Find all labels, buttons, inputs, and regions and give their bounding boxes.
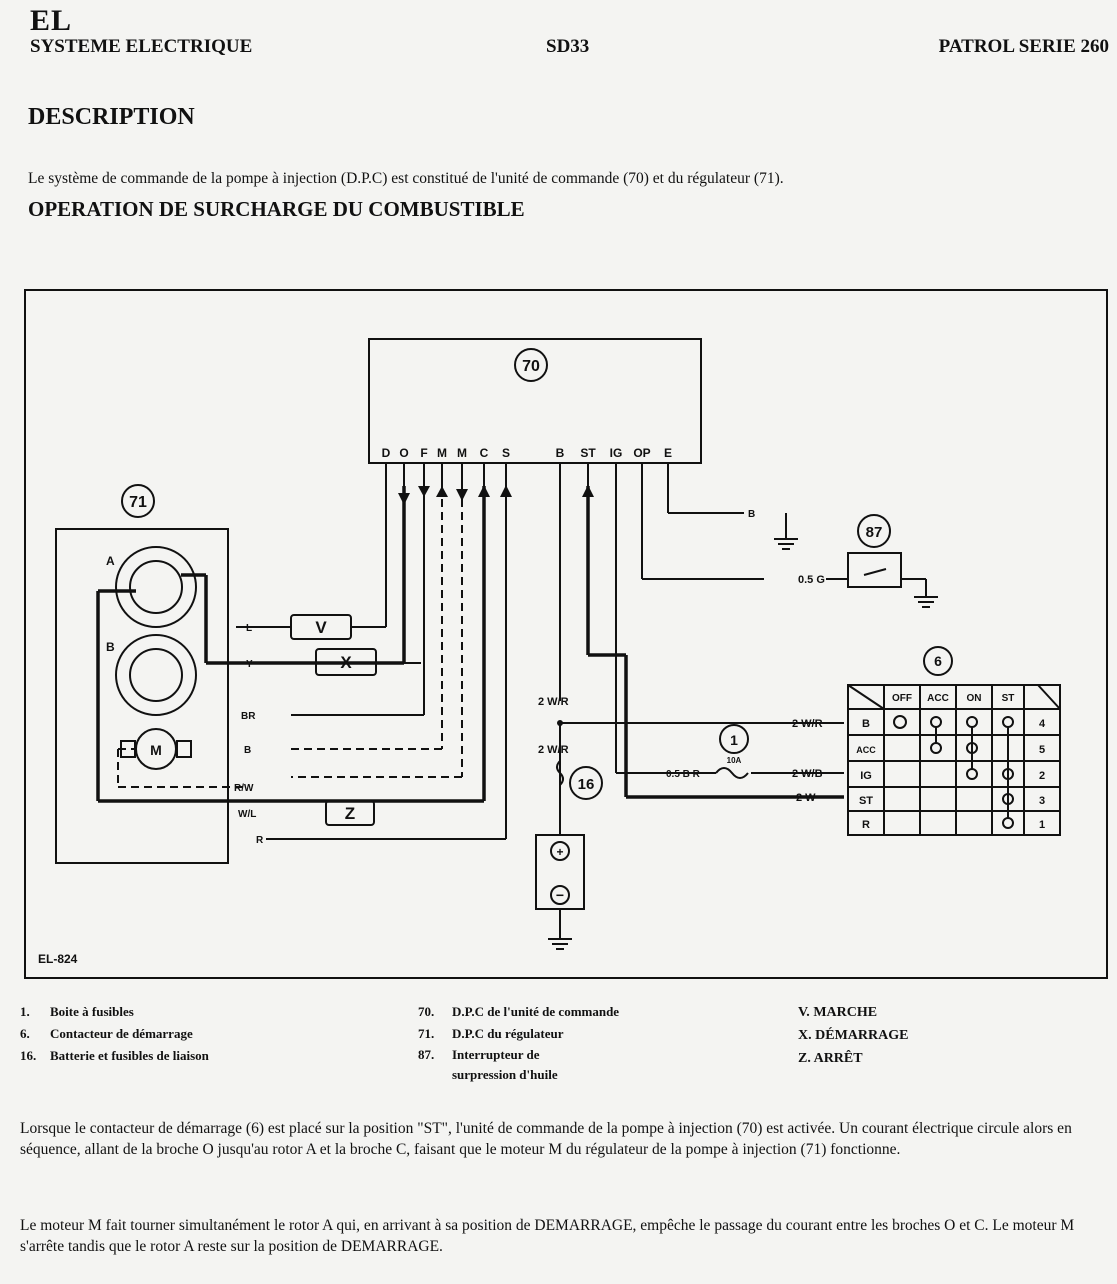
battery-plus: + [556, 845, 563, 859]
unit-70-box [368, 338, 702, 464]
switch-col: ST [1002, 693, 1015, 704]
fuse-wire: 0.5 B R [666, 769, 701, 780]
header-right: PATROL SERIE 260 [938, 36, 1109, 57]
pin-label: IG [610, 446, 623, 460]
legend-col-2: 70.D.P.C de l'unité de commande 71.D.P.C… [418, 1001, 698, 1085]
switch-num: 3 [1039, 795, 1045, 807]
description-intro: Le système de commande de la pompe à inj… [28, 170, 784, 187]
legend-item: 6.Contacteur de démarrage [20, 1026, 193, 1041]
pin-label: ST [580, 446, 596, 460]
pin-label: E [664, 446, 672, 460]
switch-num: 2 [1039, 770, 1045, 782]
wire-label: R/W [234, 783, 254, 794]
motor-label: M [150, 742, 162, 758]
unit-71-label: 71 [129, 494, 147, 511]
pin-label: F [420, 446, 427, 460]
switch-87-wire: 0.5 G [798, 574, 825, 586]
pin-label: S [502, 446, 510, 460]
switch-6-label: 6 [934, 653, 942, 669]
switch-pin: B [862, 718, 870, 730]
battery-label: 16 [578, 776, 595, 793]
battery-wire-top: 2 W/R [538, 696, 569, 708]
header-left: SYSTEME ELECTRIQUE [30, 36, 253, 57]
wire-label: W/L [238, 809, 256, 820]
switch-pin: IG [860, 770, 872, 782]
wire-label: BR [241, 711, 256, 722]
ground-wire-label: B [748, 509, 755, 520]
wire-label: B [244, 745, 251, 756]
switch-num: 1 [1039, 819, 1045, 831]
pin-label: M [457, 446, 467, 460]
operation-title: OPERATION DE SURCHARGE DU COMBUSTIBLE [28, 197, 525, 221]
rotor-a-label: A [106, 554, 115, 568]
pin-label: M [437, 446, 447, 460]
legend-item: X. DÉMARRAGE [798, 1028, 909, 1043]
section-code: EL [30, 4, 73, 37]
wire-label: R [256, 835, 264, 846]
legend-col-3: V. MARCHE X. DÉMARRAGE Z. ARRÊT [798, 1001, 908, 1070]
paragraph-2: Le moteur M fait tourner simultanément l… [20, 1217, 1075, 1255]
switch-col: ACC [927, 693, 949, 704]
legend-item: V. MARCHE [798, 1005, 878, 1020]
pin-label: C [480, 446, 489, 460]
switch-num: 5 [1039, 744, 1045, 756]
diagram-id: EL-824 [38, 952, 78, 966]
description-title: DESCRIPTION [28, 104, 195, 130]
box-x [315, 648, 377, 676]
rotor-b-label: B [106, 640, 115, 654]
wire-label: Y [246, 659, 253, 670]
switch-wire: 2 W/B [792, 768, 823, 780]
legend-item: 1.Boite à fusibles [20, 1004, 134, 1019]
paragraph-1: Lorsque le contacteur de démarrage (6) e… [20, 1120, 1072, 1158]
switch-pin: ST [859, 795, 873, 807]
pin-label: OP [633, 446, 650, 460]
box-x-label: X [340, 653, 352, 672]
switch-col: OFF [892, 693, 912, 704]
header-center: SD33 [546, 36, 590, 57]
legend-item: 70.D.P.C de l'unité de commande [418, 1004, 620, 1019]
switch-col: ON [967, 693, 982, 704]
legend-col-1: 1.Boite à fusibles 6.Contacteur de démar… [20, 1001, 209, 1067]
wire-label: L [246, 623, 252, 634]
unit-70-label: 70 [522, 358, 540, 375]
pin-label: D [382, 446, 391, 460]
switch-wire: 2 W/R [792, 718, 823, 730]
box-v [290, 614, 352, 640]
fuse-rating: 10A [727, 756, 742, 765]
battery-minus: − [556, 887, 564, 903]
box-z-label: Z [345, 804, 355, 823]
switch-pin: ACC [856, 745, 876, 755]
pin-label: O [399, 446, 408, 460]
legend-item: Z. ARRÊT [798, 1051, 863, 1066]
switch-87-label: 87 [866, 524, 883, 541]
legend-item: 71.D.P.C du régulateur [418, 1026, 564, 1041]
wiring-diagram: 70 D O F M M C S B ST IG OP E 71 A B M L… [24, 289, 1108, 979]
battery-wire-mid: 2 W/R [538, 744, 569, 756]
unit-71-box [55, 528, 229, 864]
switch-wire: 2 W [796, 792, 816, 804]
legend-item: 16.Batterie et fusibles de liaison [20, 1048, 209, 1063]
pin-label: B [556, 446, 565, 460]
box-v-label: V [315, 618, 327, 637]
switch-pin: R [862, 819, 870, 831]
switch-num: 4 [1039, 718, 1046, 730]
box-z [325, 800, 375, 826]
wiring-diagram-svg: 70 D O F M M C S B ST IG OP E 71 A B M L… [38, 338, 1061, 966]
legend-item: 87.Interrupteur de surpression d'huile [418, 1047, 558, 1082]
fuse-label: 1 [730, 732, 738, 748]
